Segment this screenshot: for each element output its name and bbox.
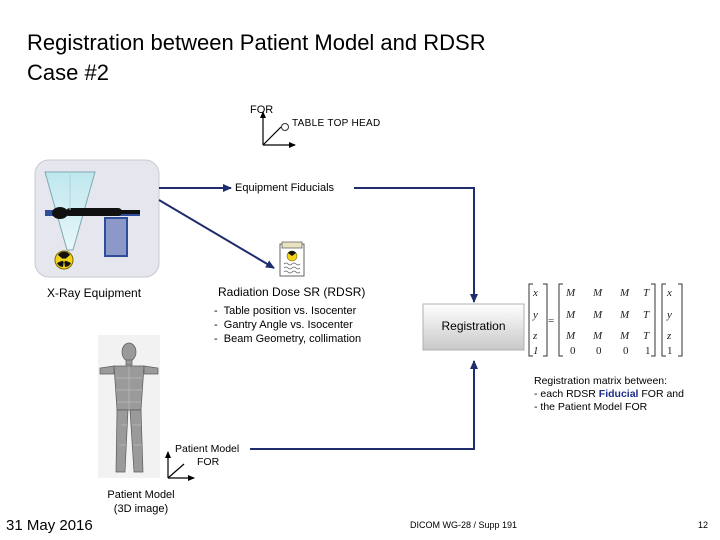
svg-text:T: T: [643, 287, 650, 299]
patient-model-3d-figure: [98, 335, 160, 478]
svg-text:M: M: [592, 309, 603, 321]
patient-for-axes-icon: [165, 451, 195, 481]
title-line-2: Case #2: [27, 60, 109, 85]
title-line-1: Registration between Patient Model and R…: [27, 30, 486, 55]
svg-text:=: =: [548, 315, 554, 327]
for-axes-icon: [260, 111, 296, 148]
patient-model-for-line: FOR: [197, 456, 220, 468]
svg-text:y: y: [532, 309, 538, 321]
page-number: 12: [698, 520, 709, 530]
slide-date: 31 May 2016: [6, 517, 93, 534]
svg-text:1: 1: [645, 345, 651, 357]
svg-text:z: z: [532, 330, 538, 342]
rdsr-item: - Gantry Angle vs. Isocenter: [214, 319, 353, 331]
registration-desc-line: - each RDSR Fiducial FOR and: [534, 388, 684, 400]
svg-text:y: y: [666, 309, 672, 321]
svg-text:1: 1: [533, 345, 539, 357]
svg-text:0: 0: [570, 345, 576, 357]
svg-text:M: M: [592, 330, 603, 342]
patient-model-sublabel: (3D image): [113, 503, 169, 515]
svg-text:M: M: [592, 287, 603, 299]
svg-text:1: 1: [667, 345, 673, 357]
xray-equipment-label: X-Ray Equipment: [47, 286, 142, 300]
svg-text:M: M: [619, 309, 630, 321]
svg-text:M: M: [565, 287, 576, 299]
rdsr-title: Radiation Dose SR (RDSR): [218, 285, 366, 299]
rdsr-document-icon: [279, 241, 305, 277]
svg-text:M: M: [565, 309, 576, 321]
slide-title: Registration between Patient Model and R…: [27, 28, 486, 88]
arrow-to-rdsr: [158, 199, 275, 269]
patient-model-caption: Patient Model (3D image): [101, 488, 181, 516]
svg-text:0: 0: [596, 345, 602, 357]
registration-box: [422, 303, 525, 351]
rdsr-item: - Table position vs. Isocenter: [214, 305, 357, 317]
registration-desc-line: - the Patient Model FOR: [534, 401, 648, 413]
registration-description: Registration matrix between: - each RDSR…: [534, 375, 684, 414]
table-top-head-label: TABLE TOP HEAD: [292, 118, 381, 129]
xray-equipment-illustration: [34, 159, 160, 278]
patient-model-for-label: Patient Model FOR: [175, 443, 239, 469]
svg-text:M: M: [619, 330, 630, 342]
equipment-fiducials-label: Equipment Fiducials: [235, 182, 335, 194]
patient-model-for-line: Patient Model: [175, 443, 240, 455]
slide-footer: DICOM WG-28 / Supp 191: [410, 520, 518, 530]
registration-desc-line: Registration matrix between:: [534, 375, 668, 387]
svg-text:M: M: [565, 330, 576, 342]
svg-text:0: 0: [623, 345, 629, 357]
patient-model-label: Patient Model: [107, 489, 175, 501]
fiducial-emphasis: Fiducial: [598, 388, 639, 400]
svg-text:x: x: [532, 287, 538, 299]
svg-text:z: z: [666, 330, 672, 342]
svg-text:M: M: [619, 287, 630, 299]
for-label: FOR: [250, 104, 274, 116]
svg-text:T: T: [643, 309, 650, 321]
svg-text:T: T: [643, 330, 650, 342]
rdsr-item: - Beam Geometry, collimation: [214, 333, 362, 345]
rdsr-item-list: - Table position vs. Isocenter - Gantry …: [214, 304, 361, 346]
svg-text:x: x: [666, 287, 672, 299]
registration-label: Registration: [441, 319, 506, 333]
arrow-patient-to-registration: [250, 360, 478, 450]
arrow-fiducials-to-registration: [354, 187, 478, 303]
